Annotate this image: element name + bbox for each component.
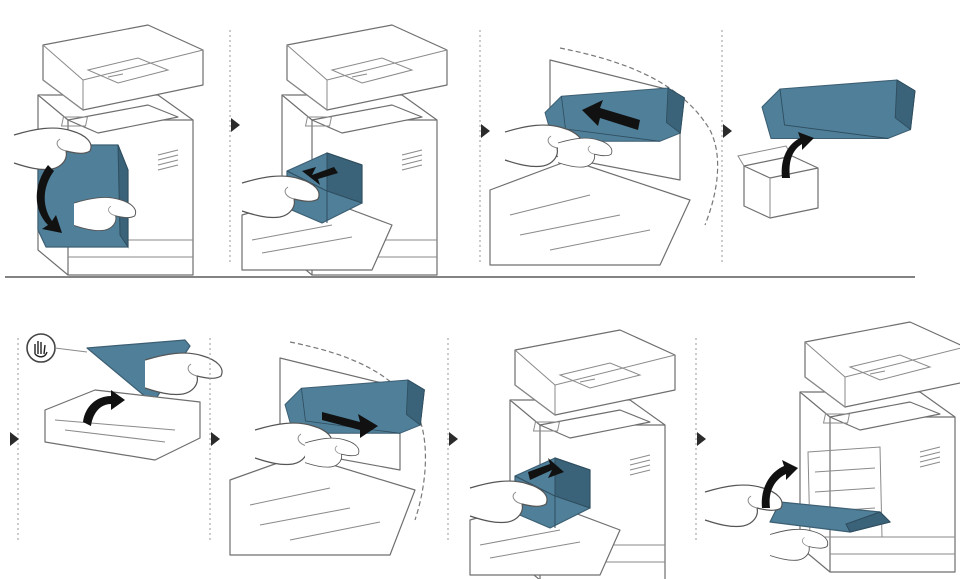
triangle-right-icon bbox=[231, 118, 240, 132]
curved-arrow-icon bbox=[36, 165, 62, 233]
arrow-right-icon bbox=[528, 458, 564, 480]
arrow-right-icon bbox=[322, 412, 378, 438]
curved-arrow-icon bbox=[781, 132, 814, 178]
step-open-front-cover bbox=[13, 24, 204, 276]
triangle-right-icon bbox=[481, 124, 490, 138]
triangle-right-icon bbox=[723, 124, 732, 138]
step-reinsert-toner-cartridge bbox=[469, 329, 676, 579]
cover-outline bbox=[559, 47, 719, 226]
hand-icon bbox=[304, 437, 360, 468]
packaging-box bbox=[743, 155, 819, 219]
triangle-right-icon bbox=[697, 432, 706, 446]
curved-arrow-icon bbox=[83, 390, 125, 426]
step-insert-imaging-unit bbox=[229, 341, 427, 556]
imaging-unit-part bbox=[761, 79, 916, 140]
triangle-right-icon bbox=[211, 432, 220, 446]
step-remove-protective-cover bbox=[26, 333, 223, 461]
imaging-unit-outline bbox=[44, 389, 201, 461]
hand-icon bbox=[26, 333, 56, 363]
row-2 bbox=[10, 321, 960, 579]
arrow-left-icon bbox=[302, 167, 338, 185]
row-1 bbox=[13, 24, 916, 276]
curved-arrow-icon bbox=[761, 460, 798, 508]
step-pull-out-imaging-unit bbox=[489, 47, 719, 266]
cover-outline bbox=[289, 341, 427, 521]
arrow-left-icon bbox=[582, 100, 640, 130]
step-unpack-new-imaging-unit bbox=[737, 79, 916, 219]
step-remove-toner-cartridge bbox=[241, 24, 448, 276]
step-close-front-cover bbox=[704, 321, 960, 573]
triangle-right-icon bbox=[449, 432, 458, 446]
